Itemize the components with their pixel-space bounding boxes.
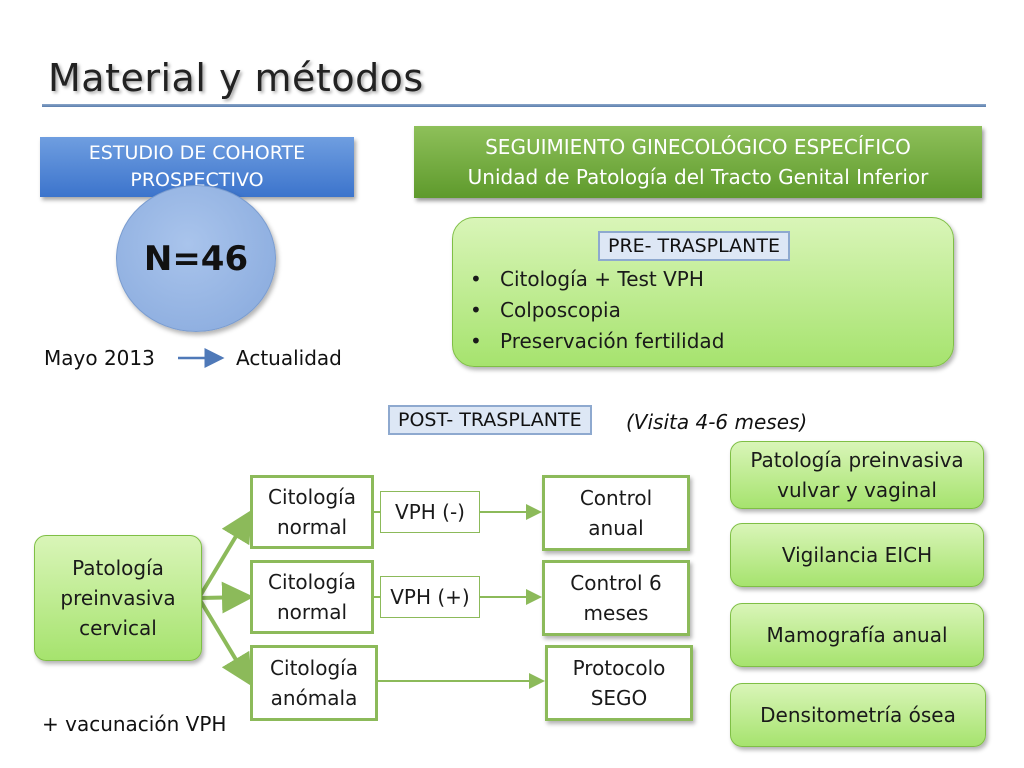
source-line2: preinvasiva xyxy=(60,586,176,610)
branch-arrow-bottom xyxy=(198,598,253,687)
cyto3-line2: anómala xyxy=(270,686,358,710)
annual-control-box: Control anual xyxy=(542,475,690,551)
visit-interval: (Visita 4-6 meses) xyxy=(626,410,808,434)
banner-line1: SEGUIMIENTO GINECOLÓGICO ESPECÍFICO xyxy=(485,135,911,159)
source-line3: cervical xyxy=(79,616,157,640)
cervical-pathology-box: Patología preinvasiva cervical xyxy=(34,535,202,661)
cytology-normal-box-2: Citología normal xyxy=(250,560,374,634)
source-line1: Patología xyxy=(72,556,164,580)
cyto2-line1: Citología xyxy=(268,570,356,594)
out2-line2: meses xyxy=(583,601,649,625)
out1-line1: Control xyxy=(579,486,653,510)
post-transplant-label: POST- TRASPLANTE xyxy=(388,405,592,435)
vulvar-line1: Patología preinvasiva xyxy=(750,448,964,472)
out1-line2: anual xyxy=(588,516,644,540)
out3-line1: Protocolo xyxy=(572,656,666,680)
list-item: Citología + Test VPH xyxy=(470,264,724,295)
out3-line2: SEGO xyxy=(590,686,648,710)
sample-size-label: N=46 xyxy=(143,238,249,279)
follow-up-banner: SEGUIMIENTO GINECOLÓGICO ESPECÍFICO Unid… xyxy=(414,126,982,198)
cyto2-line2: normal xyxy=(276,600,348,624)
densitometry-box: Densitometría ósea xyxy=(730,683,986,747)
list-item: Colposcopia xyxy=(470,295,724,326)
cytology-abnormal-box: Citología anómala xyxy=(250,645,378,721)
study-type-line2: PROSPECTIVO xyxy=(130,169,264,191)
branch-arrow-middle xyxy=(199,581,254,614)
timeline-end: Actualidad xyxy=(236,346,342,370)
sample-size-circle: N=46 xyxy=(116,185,276,332)
eich-surveillance-box: Vigilancia EICH xyxy=(730,523,984,587)
banner-line2: Unidad de Patología del Tracto Genital I… xyxy=(467,165,929,189)
list-item: Preservación fertilidad xyxy=(470,326,724,357)
vaccination-note: + vacunación VPH xyxy=(42,712,227,736)
cytology-normal-box-1: Citología normal xyxy=(250,475,374,549)
timeline-start: Mayo 2013 xyxy=(44,346,155,370)
branch-arrow-top xyxy=(198,509,253,598)
vph-positive-box: VPH (+) xyxy=(380,576,480,618)
cyto1-line1: Citología xyxy=(268,485,356,509)
title-divider xyxy=(42,104,986,107)
vulvar-line2: vulvar y vaginal xyxy=(777,478,937,502)
pre-transplant-list: Citología + Test VPH Colposcopia Preserv… xyxy=(470,264,724,357)
vulvar-vaginal-pathology-box: Patología preinvasiva vulvar y vaginal xyxy=(730,441,984,509)
cyto1-line2: normal xyxy=(276,515,348,539)
sego-protocol-box: Protocolo SEGO xyxy=(545,645,693,721)
cyto3-line1: Citología xyxy=(270,656,358,680)
study-type-line1: ESTUDIO DE COHORTE xyxy=(88,142,306,164)
six-month-control-box: Control 6 meses xyxy=(542,560,690,636)
vph-negative-box: VPH (-) xyxy=(380,491,480,533)
mammography-box: Mamografía anual xyxy=(730,603,984,667)
out2-line1: Control 6 xyxy=(570,571,662,595)
page-title: Material y métodos xyxy=(48,56,424,100)
pre-transplant-label: PRE- TRASPLANTE xyxy=(598,231,790,261)
